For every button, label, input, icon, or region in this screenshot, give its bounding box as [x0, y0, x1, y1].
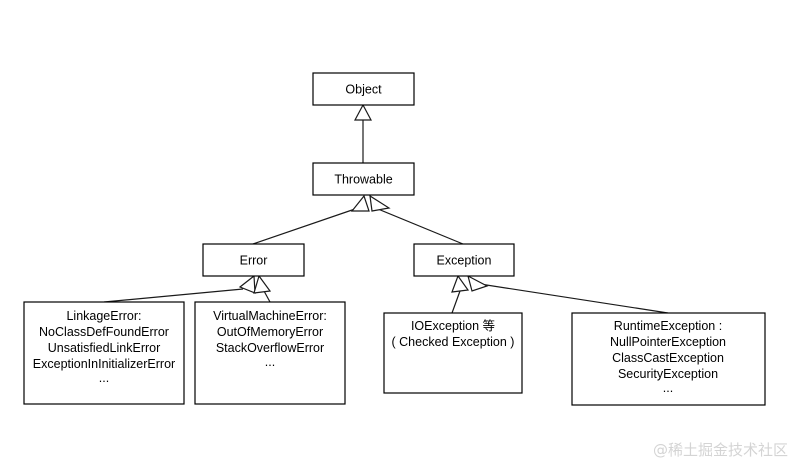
node-vm-error-line-1: OutOfMemoryError: [217, 325, 323, 339]
arrowhead-throwable-right: [369, 194, 391, 212]
node-linkage-error-line-0: LinkageError:: [66, 309, 141, 323]
node-runtime-exception-line-0: RuntimeException :: [614, 319, 722, 333]
arrowhead-exception-left: [451, 274, 470, 293]
node-object[interactable]: Object: [312, 72, 415, 106]
node-io-exception[interactable]: IOException 等 ( Checked Exception ): [383, 312, 523, 394]
node-vm-error-line-2: StackOverflowError: [216, 341, 324, 355]
node-io-exception-line-0: IOException 等: [411, 318, 495, 333]
node-exception-label: Exception: [437, 253, 492, 267]
node-error[interactable]: Error: [202, 243, 305, 277]
node-linkage-error-line-2: UnsatisfiedLinkError: [48, 341, 161, 355]
arrowhead-exception-right: [467, 274, 489, 292]
node-vm-error-line-3: ...: [265, 355, 275, 369]
node-linkage-error-line-4: ...: [99, 371, 109, 385]
node-linkage-error-line-1: NoClassDefFoundError: [39, 325, 169, 339]
watermark: @稀土掘金技术社区: [653, 441, 788, 459]
node-object-label: Object: [345, 82, 382, 96]
arrowhead-error-right: [253, 274, 272, 294]
node-linkage-error-line-3: ExceptionInInitializerError: [33, 357, 175, 371]
node-runtime-exception[interactable]: RuntimeException : NullPointerException …: [571, 312, 766, 406]
edge-runtimeexception-to-exception: [479, 283, 669, 314]
edge-linkageerror-to-error: [103, 288, 244, 303]
node-vm-error-line-0: VirtualMachineError:: [213, 309, 327, 323]
node-error-label: Error: [240, 253, 268, 267]
node-runtime-exception-line-2: ClassCastException: [612, 351, 724, 365]
node-runtime-exception-box: [571, 312, 766, 406]
node-vm-error[interactable]: VirtualMachineError: OutOfMemoryError St…: [194, 301, 346, 405]
arrowhead-error-left: [238, 274, 256, 294]
node-throwable-label: Throwable: [334, 172, 392, 186]
node-linkage-error-box: [23, 301, 185, 405]
edge-ioexception-to-exception: [451, 290, 461, 314]
arrowhead-throwable-left: [350, 194, 370, 212]
node-throwable-box: [312, 162, 415, 196]
edge-vmerror-to-error: [263, 290, 271, 303]
edge-error-to-throwable: [252, 208, 356, 245]
node-exception-box: [413, 243, 515, 277]
node-runtime-exception-line-3: SecurityException: [618, 367, 718, 381]
node-runtime-exception-line-1: NullPointerException: [610, 335, 726, 349]
node-object-box: [312, 72, 415, 106]
node-io-exception-box: [383, 312, 523, 394]
edge-exception-to-throwable: [377, 208, 464, 245]
node-error-box: [202, 243, 305, 277]
node-throwable[interactable]: Throwable: [312, 162, 415, 196]
node-vm-error-box: [194, 301, 346, 405]
node-io-exception-line-1: ( Checked Exception ): [392, 335, 515, 349]
node-runtime-exception-line-4: ...: [663, 381, 673, 395]
arrowhead-object: [354, 103, 372, 121]
node-exception[interactable]: Exception: [413, 243, 515, 277]
node-linkage-error[interactable]: LinkageError: NoClassDefFoundError Unsat…: [23, 301, 185, 405]
